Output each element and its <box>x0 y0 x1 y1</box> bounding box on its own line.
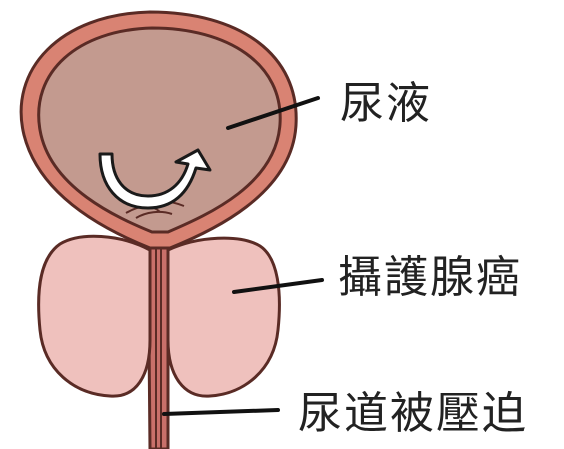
leader-line-urethra <box>164 410 278 414</box>
prostate-left-lobe <box>39 236 150 396</box>
label-urethra-compressed: 尿道被壓迫 <box>298 392 528 436</box>
label-prostate-cancer: 攝護腺癌 <box>338 256 522 300</box>
label-urine: 尿液 <box>340 82 432 126</box>
prostate-right-lobe <box>168 238 279 396</box>
